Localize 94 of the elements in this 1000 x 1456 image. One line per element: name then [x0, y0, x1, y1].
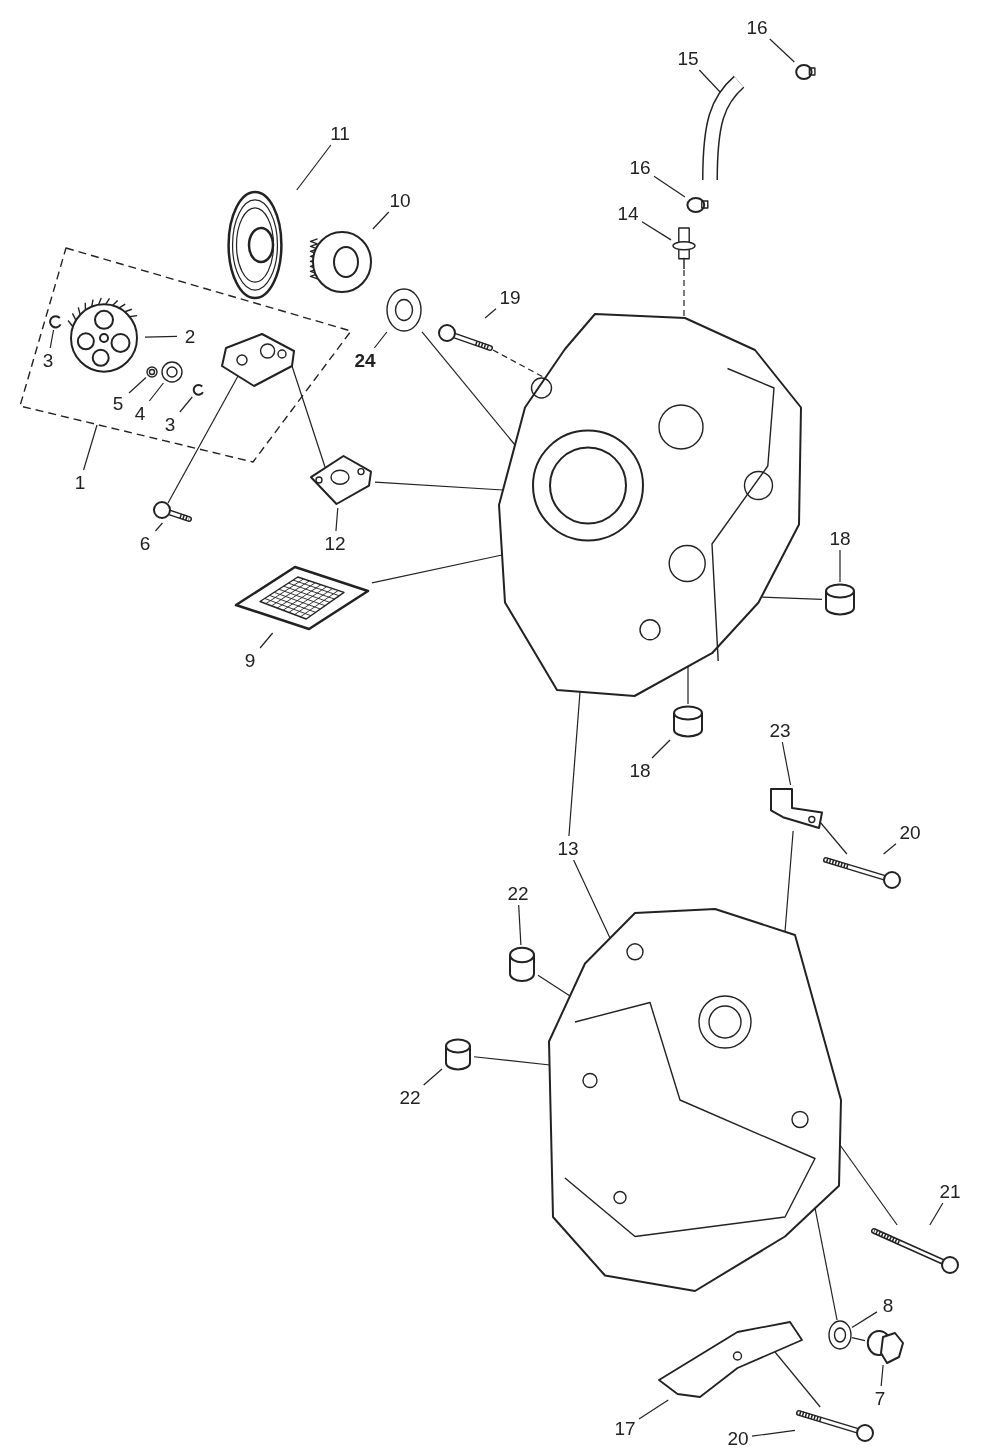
leader-line [851, 1337, 866, 1342]
pump-drawing [218, 330, 298, 390]
leader-line [372, 211, 390, 230]
group-outline [17, 246, 353, 464]
leader-line [839, 1144, 898, 1226]
leader-line [784, 830, 794, 933]
dowel-drawing [822, 582, 858, 618]
clip-drawing [47, 314, 63, 330]
crankcase-drawing [495, 310, 805, 700]
callout-number: 17 [612, 1417, 638, 1439]
callout-number: 3 [38, 349, 58, 371]
callout-number: 13 [555, 837, 581, 859]
leader-line [128, 376, 147, 394]
leader-line [423, 1068, 443, 1086]
bolt-drawing [822, 854, 902, 890]
callout-number: 7 [870, 1387, 890, 1409]
callout-number: 18 [827, 527, 853, 549]
callout-number: 2 [178, 325, 202, 347]
callout-number: 22 [397, 1086, 423, 1108]
callout-number: 23 [767, 719, 793, 741]
leader-line [148, 382, 164, 402]
leader-line [484, 308, 497, 319]
leader-line [421, 331, 516, 446]
washer-drawing [828, 1320, 852, 1350]
leader-line [259, 632, 274, 649]
callout-number: 20 [897, 821, 923, 843]
leader-line [851, 1311, 878, 1329]
callout-number: 24 [350, 349, 380, 371]
leader-line [518, 904, 522, 946]
leader-line [814, 1207, 838, 1321]
callout-number: 22 [505, 882, 531, 904]
leader-line [638, 1399, 669, 1420]
callout-number: 12 [322, 532, 348, 554]
leader-line [769, 38, 795, 63]
leader-line [839, 549, 841, 583]
leader-line [144, 335, 178, 338]
washer-drawing [146, 366, 158, 378]
leader-line [291, 365, 326, 468]
fitting-drawing [671, 226, 697, 270]
leader-line [883, 843, 897, 855]
leader-line [83, 424, 98, 471]
leader-line [781, 741, 792, 786]
crankcase-drawing [545, 905, 845, 1295]
leader-line [880, 1364, 884, 1387]
bolt-drawing [795, 1407, 875, 1443]
callout-number: 21 [937, 1180, 963, 1202]
dowel-drawing [506, 945, 538, 985]
leader-line [537, 974, 571, 997]
leader-line [568, 691, 581, 837]
leader-line [296, 144, 332, 191]
washer-drawing [386, 288, 422, 332]
leader-line [154, 522, 163, 532]
callout-number: 20 [725, 1427, 751, 1449]
callout-number: 6 [135, 532, 155, 554]
clip-drawing [191, 383, 205, 397]
leader-line [167, 375, 239, 504]
callout-number: 16 [744, 16, 770, 38]
leader-line [641, 221, 672, 241]
leader-line [751, 1429, 796, 1437]
bolt-drawing [870, 1225, 960, 1275]
leader-line [819, 821, 848, 855]
leader-line [653, 175, 686, 198]
callout-number: 16 [627, 156, 653, 178]
bracket-drawing [655, 1320, 805, 1400]
callout-number: 3 [160, 413, 180, 435]
callout-number: 1 [68, 471, 92, 493]
callout-number: 19 [497, 286, 523, 308]
callout-number: 9 [240, 649, 260, 671]
leader-line [929, 1202, 944, 1226]
dowel-drawing [442, 1037, 474, 1073]
callout-number: 4 [130, 402, 150, 424]
washer-drawing [161, 361, 183, 383]
hose-clamp-drawing [685, 195, 709, 215]
hose-clamp-drawing [794, 62, 816, 82]
callout-number: 11 [327, 122, 353, 144]
leader-line [179, 396, 193, 413]
leader-line [774, 1351, 821, 1408]
callout-number: 5 [108, 392, 128, 414]
callout-number: 10 [387, 189, 413, 211]
leader-line [573, 859, 611, 939]
callout-number: 8 [878, 1294, 898, 1316]
callout-number: 14 [615, 202, 641, 224]
callout-number: 18 [627, 759, 653, 781]
leader-line [373, 331, 388, 349]
leader-line [698, 69, 722, 94]
leader-line [49, 329, 55, 349]
leader-line [683, 269, 685, 319]
callout-number: 15 [675, 47, 701, 69]
oil-screen-drawing [232, 563, 372, 633]
leader-line [335, 507, 339, 532]
dowel-drawing [670, 704, 706, 740]
leader-line [687, 665, 689, 705]
bolt-drawing [152, 501, 192, 523]
leader-line [651, 739, 671, 759]
